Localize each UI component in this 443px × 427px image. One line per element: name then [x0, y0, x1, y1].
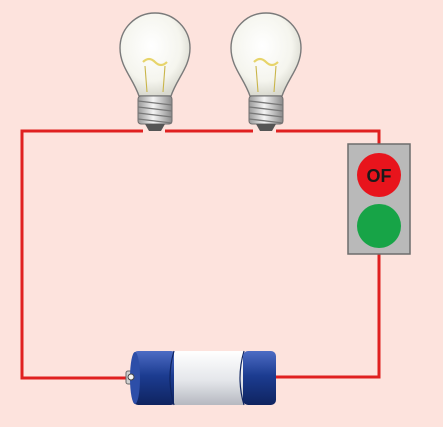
light-bulb-icon [119, 12, 191, 131]
battery-icon [125, 350, 276, 406]
wire-top-left [20, 129, 143, 380]
wire-top-right [276, 129, 381, 144]
switch-panel[interactable]: OF [347, 143, 411, 255]
off-label: OF [367, 166, 392, 186]
wire-right [276, 254, 381, 379]
battery-left-cap [133, 351, 176, 405]
circuit-wire [20, 129, 381, 380]
on-button[interactable] [357, 204, 401, 248]
off-button[interactable] [357, 153, 401, 197]
battery-right-cap [243, 351, 276, 405]
battery-middle [174, 351, 244, 405]
light-bulb-icon [230, 12, 302, 131]
